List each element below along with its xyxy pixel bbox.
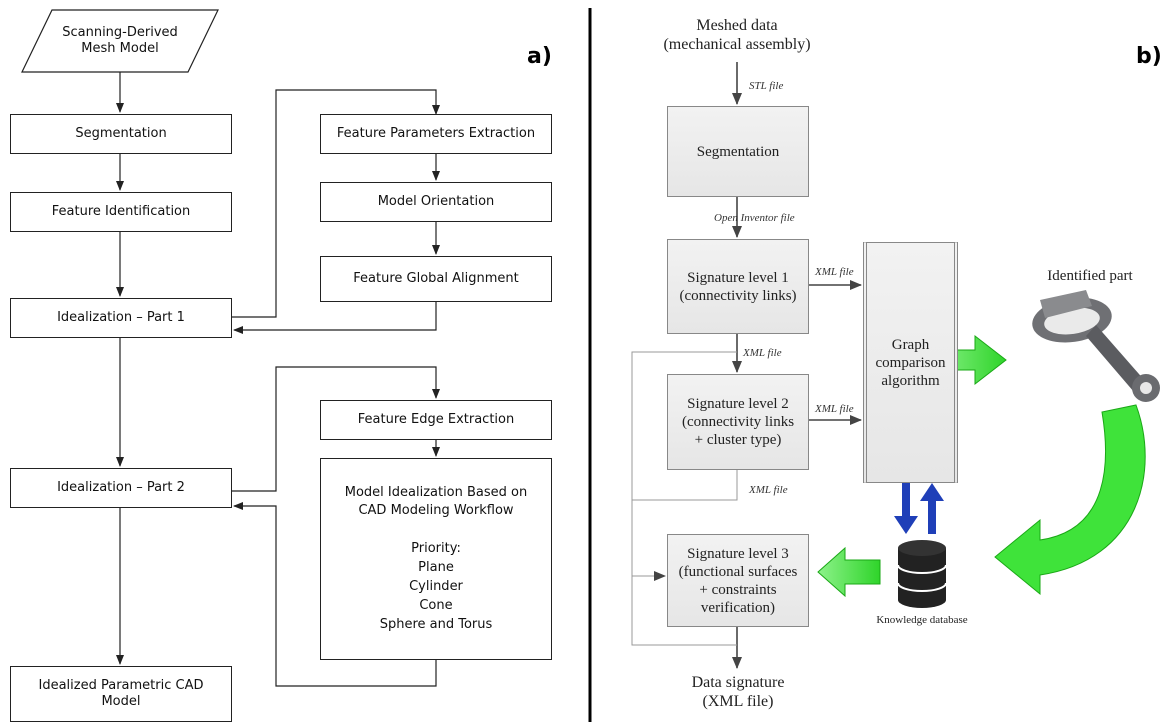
segmentation-block: Segmentation	[667, 106, 809, 197]
segmentation-step: Segmentation	[10, 114, 232, 154]
knowledge-database-label: Knowledge database	[876, 614, 968, 626]
blue-arrow-up	[920, 483, 944, 534]
graph-comparison-block: Graph comparison algorithm	[863, 242, 958, 483]
model-idealization-step: Model Idealization Based on CAD Modeling…	[320, 458, 552, 660]
database-icon	[897, 540, 947, 608]
panel-b-letter: b)	[1136, 44, 1162, 69]
identified-part-label: Identified part	[1047, 268, 1133, 284]
panel-b-feedback-lines	[631, 351, 738, 646]
idealization-part1-step: Idealization – Part 1	[10, 298, 232, 338]
idealization-part2-step: Idealization – Part 2	[10, 468, 232, 508]
input-mesh-model: Scanning-Derived Mesh Model	[62, 24, 178, 56]
feature-parameters-extraction-step: Feature Parameters Extraction	[320, 114, 552, 154]
meshed-data-input: Meshed data (mechanical assembly)	[663, 17, 811, 54]
open-inventor-label: Open Inventor file	[714, 212, 795, 224]
xml-file-label-2: XML file	[743, 347, 782, 359]
xml-file-label-1: XML file	[815, 266, 854, 278]
idealized-cad-model-output: Idealized Parametric CAD Model	[10, 666, 232, 722]
feature-edge-extraction-step: Feature Edge Extraction	[320, 400, 552, 440]
signature-level-3: Signature level 3 (functional surfaces +…	[667, 534, 809, 627]
model-orientation-step: Model Orientation	[320, 182, 552, 222]
xml-file-label-4: XML file	[749, 484, 788, 496]
green-arrow-left	[817, 546, 881, 598]
panel-b-connectors	[732, 62, 862, 669]
blue-arrow-down	[894, 483, 918, 534]
green-arrow-curved	[994, 404, 1146, 596]
feature-global-alignment-step: Feature Global Alignment	[320, 256, 552, 302]
xml-file-label-3: XML file	[815, 403, 854, 415]
signature-level-1: Signature level 1 (connectivity links)	[667, 239, 809, 334]
stl-file-label: STL file	[749, 80, 784, 92]
panel-a-letter: a)	[527, 44, 552, 69]
data-signature-output: Data signature (XML file)	[691, 674, 785, 711]
panel-a-connectors	[116, 72, 440, 687]
feature-identification-step: Feature Identification	[10, 192, 232, 232]
input-parallelogram	[21, 9, 219, 73]
signature-level-2: Signature level 2 (connectivity links + …	[667, 374, 809, 470]
connecting-rod-icon	[1032, 290, 1160, 402]
